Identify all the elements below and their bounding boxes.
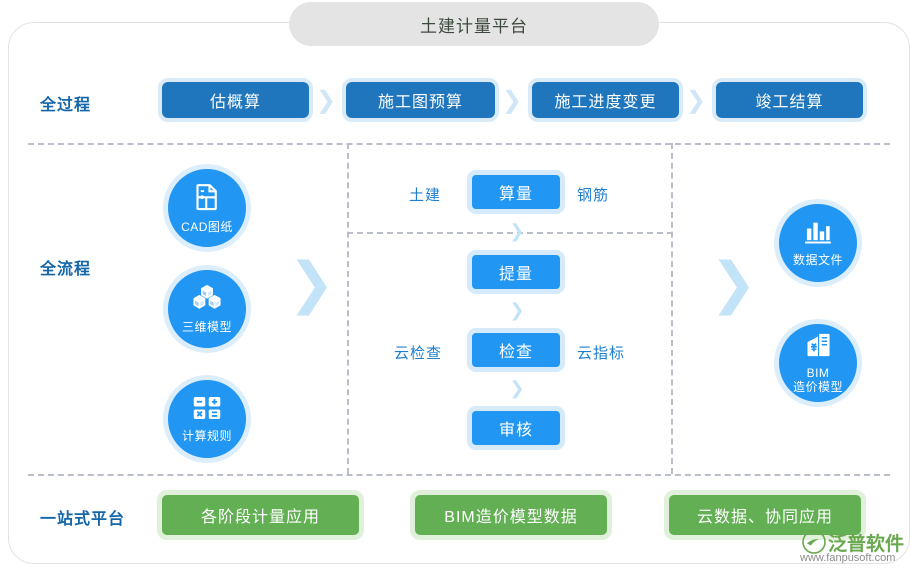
bim-cost-building-icon: [804, 332, 832, 363]
process-step-shigongtuyusuan[interactable]: 施工图预算: [342, 78, 499, 122]
center-side-label-gangjin: 钢筋: [577, 187, 610, 204]
row-label-flow: 全流程: [40, 261, 92, 278]
chevron-right-icon: ❯: [502, 87, 523, 114]
bar-chart-icon: [804, 219, 832, 250]
output-circle-bim-cost-model[interactable]: BIM 造价模型: [774, 319, 862, 407]
watermark-url: www.fanpusoft.com: [800, 552, 896, 564]
chevron-right-icon: ❯: [316, 87, 337, 114]
center-flow-panel: [347, 143, 673, 474]
watermark: 泛普软件 www.fanpusoft.com: [800, 528, 918, 570]
platform-title-pill: 土建计量平台: [289, 2, 659, 46]
center-step-shenhe[interactable]: 审核: [467, 406, 565, 450]
circle-label: 计算规则: [181, 429, 232, 443]
circle-label: 数据文件: [792, 253, 843, 267]
three-d-cubes-icon: [192, 284, 222, 317]
center-side-label-tujian: 土建: [409, 187, 442, 204]
input-circle-cad-drawing[interactable]: CAD图纸: [163, 164, 251, 252]
center-step-suanliang[interactable]: 算量: [467, 170, 565, 214]
chevron-right-icon: ❯: [710, 251, 757, 314]
center-divider: [347, 232, 673, 234]
chevron-down-icon: ❯: [509, 300, 525, 320]
process-step-jungongjiesuan[interactable]: 竣工结算: [712, 78, 867, 122]
platform-item-stage-apps[interactable]: 各阶段计量应用: [157, 490, 364, 540]
output-circle-data-file[interactable]: 数据文件: [774, 199, 862, 287]
platform-item-cloud-collab[interactable]: 云数据、协同应用: [664, 490, 866, 540]
input-circle-calc-rule[interactable]: 计算规则: [163, 375, 251, 463]
chevron-right-icon: ❯: [288, 251, 335, 314]
calculator-icon: [192, 395, 222, 426]
platform-item-bim-cost-data[interactable]: BIM造价模型数据: [410, 490, 612, 540]
watermark-brand: 泛普软件: [828, 534, 905, 555]
center-side-label-yunzhibiao: 云指标: [577, 345, 626, 362]
circle-label-line2: 造价模型: [792, 380, 843, 394]
row-label-platform: 一站式平台: [40, 511, 126, 528]
divider-top: [28, 143, 890, 145]
circle-label: CAD图纸: [181, 220, 233, 234]
chevron-right-icon: ❯: [686, 87, 707, 114]
watermark-logo-icon: [802, 530, 826, 554]
input-circle-3d-model[interactable]: 三维模型: [163, 265, 251, 353]
chevron-down-icon: ❯: [509, 221, 525, 241]
center-side-label-yunjiancha: 云检查: [394, 345, 443, 362]
divider-bottom: [28, 474, 890, 476]
process-step-gugaisuan[interactable]: 估概算: [158, 78, 313, 122]
circle-label-line1: BIM: [806, 366, 830, 380]
circle-label: 三维模型: [181, 320, 232, 334]
page-title: 土建计量平台: [420, 16, 528, 36]
process-step-shigongjindubiangeng[interactable]: 施工进度变更: [528, 78, 683, 122]
center-step-jiancha[interactable]: 检查: [467, 328, 565, 372]
row-label-process: 全过程: [40, 97, 92, 114]
center-step-tiliang[interactable]: 提量: [467, 250, 565, 294]
cad-document-icon: [192, 182, 222, 217]
chevron-down-icon: ❯: [509, 378, 525, 398]
